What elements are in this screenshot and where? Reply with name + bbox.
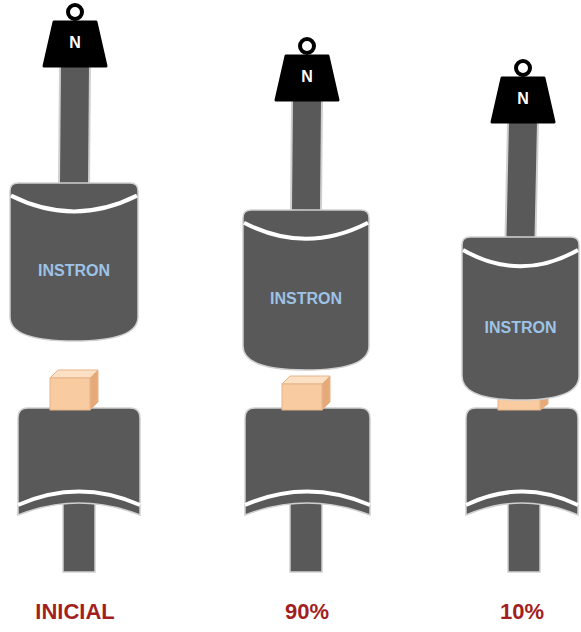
force-symbol: N: [517, 90, 529, 108]
upper-platen: INSTRON: [462, 237, 579, 400]
weight-icon: N: [44, 2, 106, 66]
machine-brand: INSTRON: [485, 319, 557, 337]
machine-brand: INSTRON: [270, 290, 342, 308]
weight-icon: N: [492, 58, 554, 122]
force-symbol: N: [301, 68, 313, 86]
weight-icon: N: [276, 36, 338, 100]
piston-rod: [521, 122, 524, 237]
piston-rod: [74, 66, 75, 183]
platen-shape: [462, 237, 579, 400]
lower-platens: [18, 408, 578, 515]
stage-label: 10%: [500, 600, 544, 624]
piston-rod: [306, 100, 307, 210]
machine-brand: INSTRON: [38, 262, 110, 280]
force-symbol: N: [69, 34, 81, 52]
upper-platen: INSTRON: [243, 210, 369, 370]
stage-label: INICIAL: [35, 600, 114, 624]
upper-platen: INSTRON: [10, 183, 138, 341]
stage-label: 90%: [285, 600, 329, 624]
